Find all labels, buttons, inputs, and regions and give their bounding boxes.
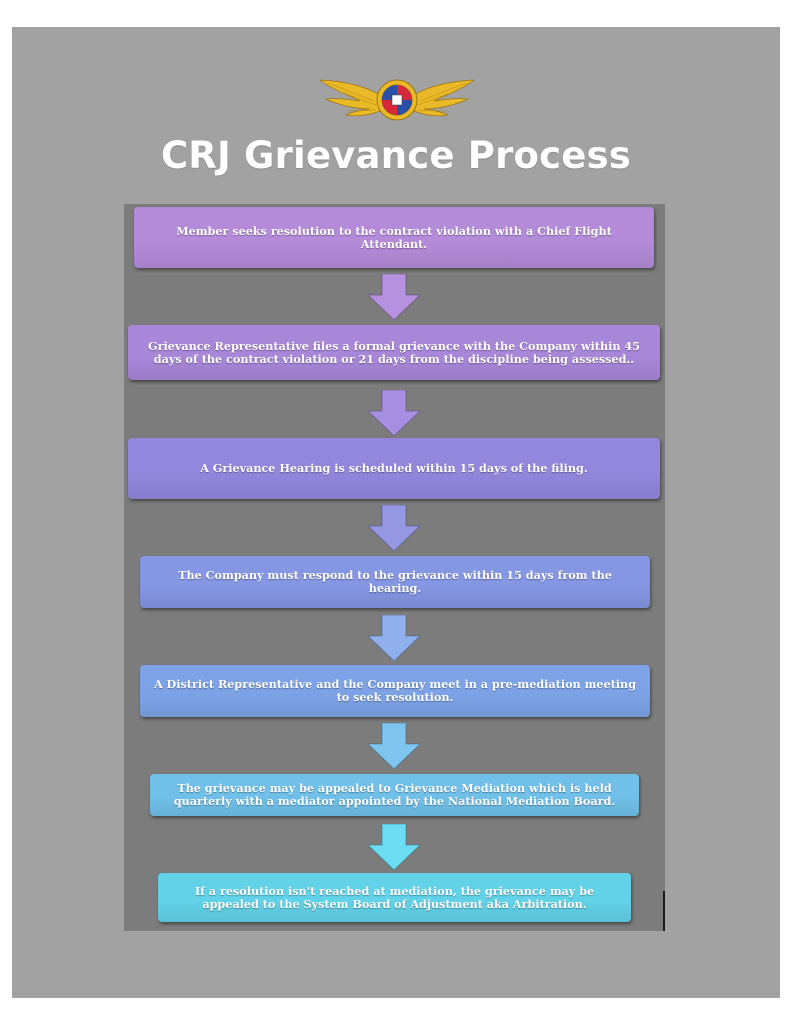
wings-emblem-icon [319,79,475,121]
step-box-1: Member seeks resolution to the contract … [134,207,654,268]
divider [663,891,665,931]
down-arrow-icon [368,505,420,551]
step-box-6: The grievance may be appealed to Grievan… [150,774,639,816]
page-title: CRJ Grievance Process [160,134,632,177]
down-arrow-icon [368,723,420,769]
step-box-5: A District Representative and the Compan… [140,665,650,717]
down-arrow-icon [368,390,420,436]
down-arrow-icon [368,615,420,661]
poster: CRJ Grievance Process Member seeks resol… [12,27,780,998]
down-arrow-icon [368,274,420,320]
step-box-2: Grievance Representative files a formal … [128,325,660,380]
down-arrow-icon [368,824,420,870]
step-box-7: If a resolution isn't reached at mediati… [158,873,631,922]
step-box-4: The Company must respond to the grievanc… [140,556,650,608]
flowchart-panel: Member seeks resolution to the contract … [124,204,665,931]
step-box-3: A Grievance Hearing is scheduled within … [128,438,660,499]
